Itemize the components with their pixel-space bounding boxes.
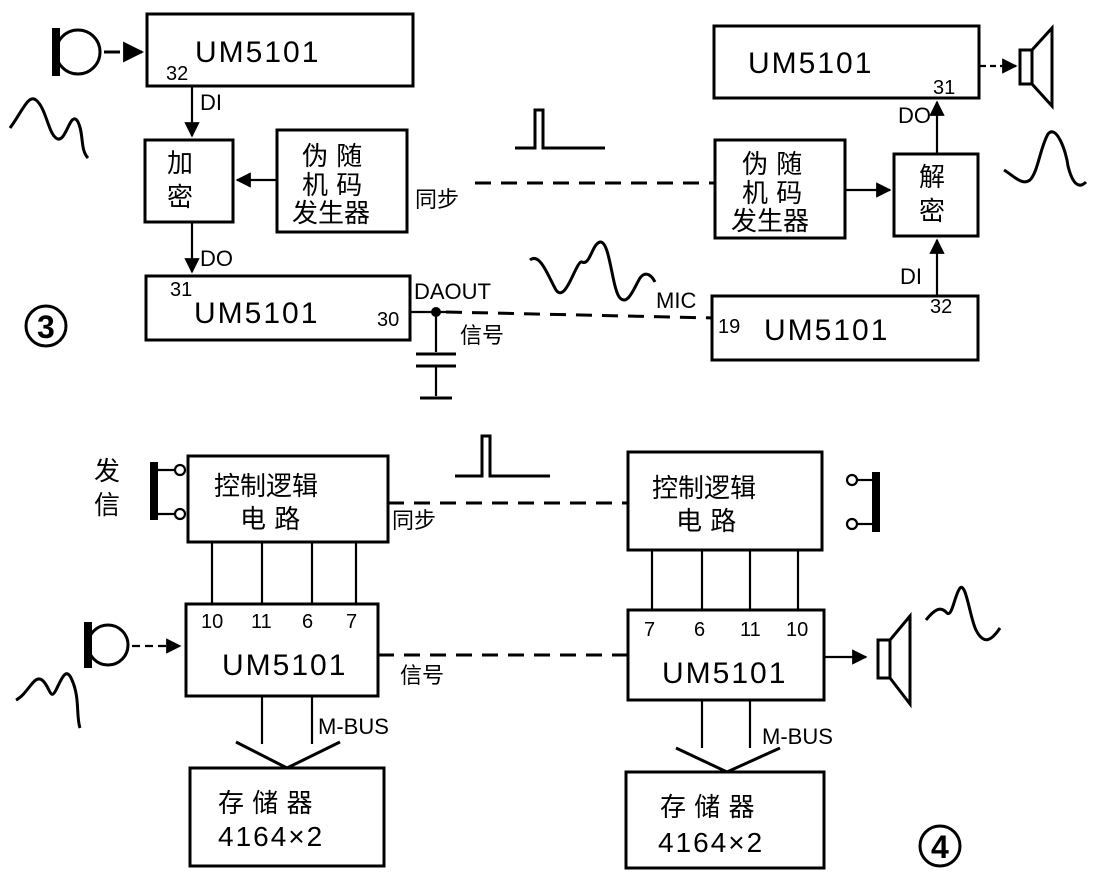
microphone-icon: [84, 622, 130, 668]
pin-31-label: 31: [170, 279, 192, 301]
di-label: DI: [200, 90, 222, 115]
do-label-right: DO: [898, 103, 931, 128]
figure-4-marker: [918, 824, 962, 868]
pin-label: 11: [740, 619, 761, 641]
sync-pulse-icon: [455, 434, 550, 478]
send-label-1: 发: [94, 457, 120, 487]
decrypt-label-2: 密: [919, 197, 945, 227]
chip-label: UM5101: [748, 47, 873, 80]
send-switch-icon: [150, 462, 187, 521]
control-logic-label-2: 电 路: [676, 507, 736, 537]
pin-label: 11: [251, 611, 272, 633]
pin-label: 7: [346, 611, 357, 633]
pin-label: 10: [786, 619, 808, 641]
prng-label-1: 伪 随: [742, 150, 802, 180]
daout-label: DAOUT: [414, 279, 491, 304]
decrypt-block: [892, 152, 980, 238]
mbus-label-left: M-BUS: [318, 714, 389, 739]
pin-label: 6: [302, 611, 313, 633]
pin-label: 6: [694, 619, 705, 641]
control-logic-label-1: 控制逻辑: [652, 474, 756, 504]
mic-label: MIC: [656, 288, 696, 313]
mbus-label-right: M-BUS: [762, 724, 833, 749]
memory-label-1: 存 储 器: [660, 793, 755, 823]
control-bus-right: [650, 550, 800, 610]
chip-label: UM5101: [222, 649, 347, 682]
figure-4-number: 4: [931, 829, 949, 865]
chip-um5101-recorder: [184, 602, 380, 698]
control-logic-block-left: [186, 454, 390, 544]
chip-um5101-encoder-output: [144, 274, 412, 342]
pin-19-label: 19: [718, 316, 740, 338]
memory-block-left: [188, 766, 386, 868]
control-bus-left: [210, 542, 358, 604]
encrypt-label-1: 加: [167, 149, 193, 179]
pin-30-label: 30: [377, 309, 399, 331]
prng-label-2: 机 码: [742, 179, 802, 209]
encrypt-label-2: 密: [167, 183, 193, 213]
control-logic-label-1: 控制逻辑: [214, 472, 318, 502]
signal-dashed-line-fig3: [445, 310, 716, 320]
prng-label-3: 发生器: [731, 207, 809, 237]
send-label-2: 信: [94, 491, 120, 521]
decrypt-label-1: 解: [919, 163, 945, 193]
prng-label-2: 机 码: [302, 171, 362, 201]
figure-3-marker: [24, 304, 68, 348]
analog-waveform-icon: [529, 240, 657, 302]
memory-block-right: [624, 770, 826, 870]
do-label-left: DO: [200, 246, 233, 271]
encrypt-block: [143, 138, 235, 224]
sync-label-fig3: 同步: [415, 188, 459, 213]
chip-label: UM5101: [194, 297, 319, 330]
chip-label: UM5101: [662, 657, 787, 690]
signal-label-fig4: 信号: [400, 664, 444, 689]
chip-um5101-encoder: [145, 12, 415, 88]
control-logic-label-2: 电 路: [240, 505, 300, 535]
output-waveform-icon: [1003, 130, 1088, 187]
chip-um5101-player: [626, 608, 826, 702]
pin-label: 10: [201, 611, 223, 633]
chip-label: UM5101: [764, 314, 889, 347]
chip-label: UM5101: [195, 36, 320, 69]
microphone-icon: [52, 28, 102, 76]
speaker-icon: [1018, 24, 1054, 110]
control-logic-block-right: [626, 450, 824, 552]
di-label-right: DI: [900, 264, 922, 289]
capacitor-icon: [416, 352, 456, 400]
pin-32-label: 32: [930, 296, 952, 318]
memory-label-2: 4164×2: [218, 821, 324, 852]
input-waveform-icon: [15, 672, 82, 729]
output-waveform-icon: [924, 586, 1002, 642]
speaker-icon: [876, 611, 912, 709]
sync-pulse-icon: [515, 108, 605, 150]
prng-label-1: 伪 随: [302, 142, 362, 172]
memory-label-1: 存 储 器: [218, 789, 313, 819]
pin-label: 7: [644, 619, 655, 641]
chip-um5101-decoder-input: [710, 294, 980, 362]
pin-32-label: 32: [166, 63, 188, 85]
chip-um5101-decoder-output: [712, 24, 981, 100]
figure-3-number: 3: [37, 309, 55, 345]
sync-label-fig4: 同步: [392, 509, 436, 534]
prng-label-3: 发生器: [292, 199, 370, 229]
memory-label-2: 4164×2: [658, 827, 764, 858]
pin-31-label: 31: [933, 77, 955, 99]
receive-switch-icon: [845, 472, 880, 532]
input-waveform-icon: [8, 97, 90, 160]
signal-label-fig3: 信号: [460, 324, 504, 349]
